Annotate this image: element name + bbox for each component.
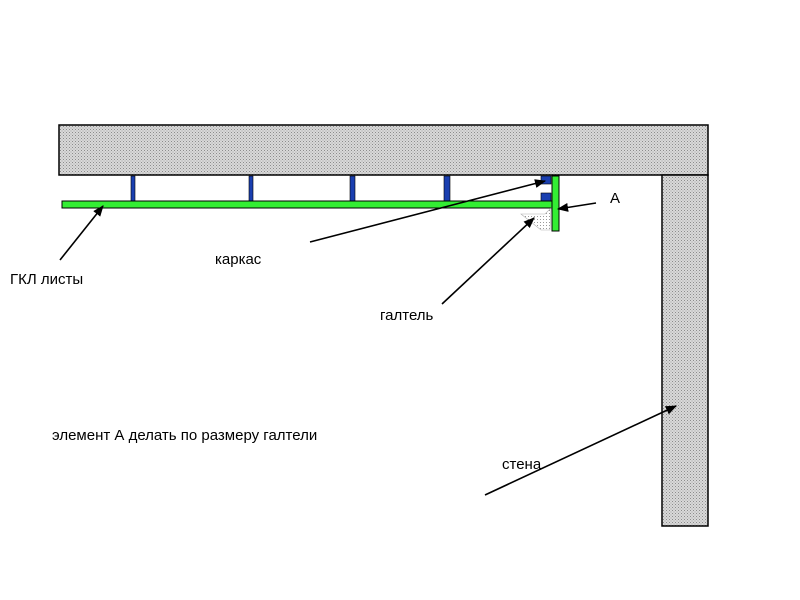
fillet: [520, 207, 552, 231]
arrow-stena: [484, 405, 678, 496]
arrow-a: [556, 202, 597, 212]
ceiling-slab: [58, 124, 709, 176]
label-gkl-sheets: ГКЛ листы: [10, 271, 84, 288]
element-a: [551, 175, 560, 232]
label-frame: каркас: [215, 251, 262, 268]
wall: [661, 174, 709, 527]
label-fillet: галтель: [380, 307, 434, 324]
frame-hanger: [443, 175, 451, 202]
arrow-karkas: [309, 179, 547, 243]
arrow-galtel: [441, 217, 535, 305]
note-text: элемент А делать по размеру галтели: [52, 427, 318, 444]
label-wall: стена: [502, 456, 542, 473]
frame-hanger: [349, 175, 356, 202]
frame-corner-profile: [540, 192, 552, 202]
gkl-sheet: [61, 200, 553, 209]
frame-hanger: [248, 175, 254, 202]
frame-hanger: [130, 175, 136, 202]
arrow-gkl: [59, 205, 104, 261]
label-element-a: А: [610, 190, 621, 207]
frame-corner-profile: [540, 175, 552, 185]
